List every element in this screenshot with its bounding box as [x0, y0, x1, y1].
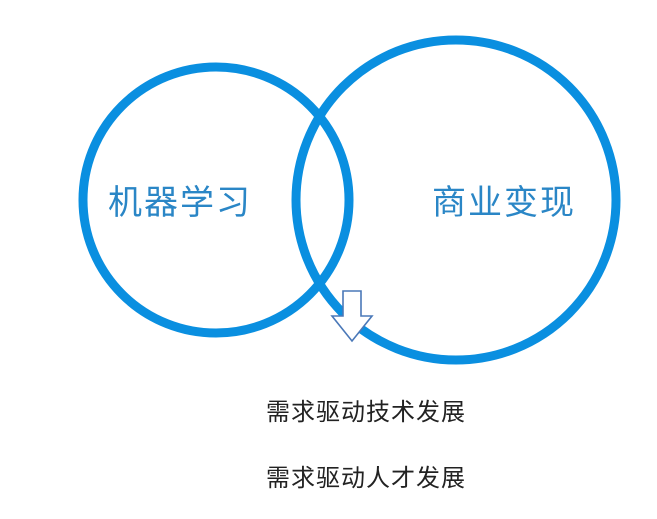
label-business-monetization: 商业变现 — [432, 183, 576, 223]
label-machine-learning: 机器学习 — [108, 183, 252, 223]
circle-business-monetization — [291, 35, 621, 365]
caption-demand-drives-talent: 需求驱动人才发展 — [266, 464, 466, 492]
caption-demand-drives-technology: 需求驱动技术发展 — [266, 398, 466, 426]
down-arrow-icon — [330, 290, 374, 343]
circle-machine-learning — [78, 62, 354, 338]
